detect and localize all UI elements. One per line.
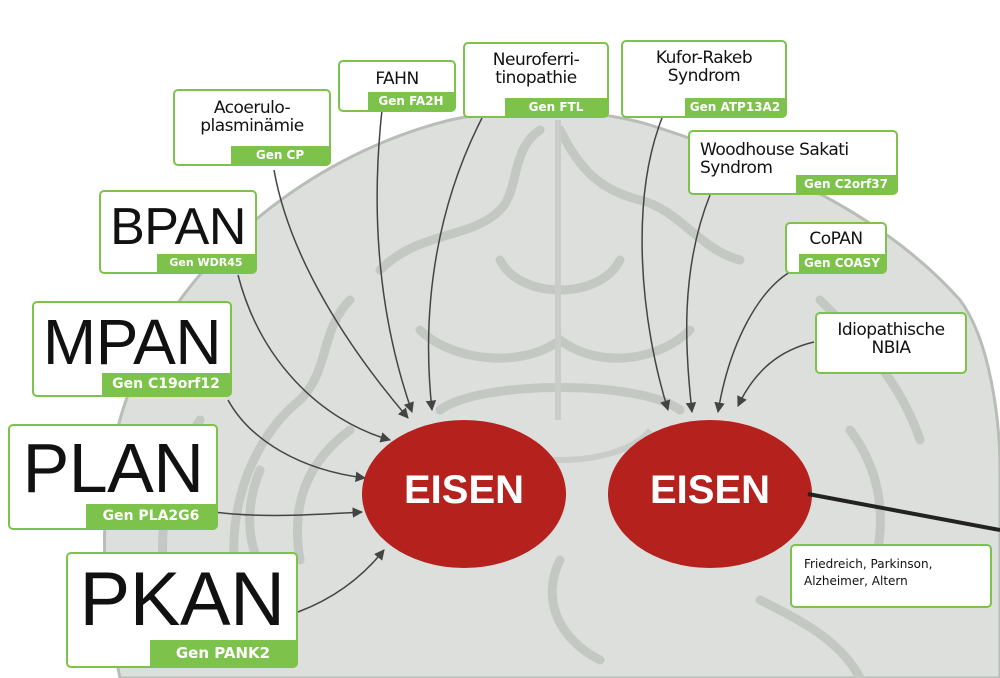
box-fahn: FAHN Gen FA2H bbox=[338, 60, 456, 112]
arrow-woodhouse-sakati bbox=[685, 194, 711, 414]
eisen-oval-left bbox=[362, 420, 566, 568]
box-plan-title: PLAN bbox=[22, 429, 204, 507]
arrow-mpan bbox=[227, 399, 367, 483]
box-note-other-conditions: Friedreich, Parkinson, Alzheimer, Altern bbox=[790, 544, 992, 608]
box-kufor-rakeb-title: Kufor-Rakeb Syndrom bbox=[655, 48, 753, 86]
box-aceruloplasminaemie: Acoerulo- plasminämie Gen CP bbox=[173, 89, 331, 166]
eisen-label-right: EISEN bbox=[649, 468, 771, 512]
box-pkan-title: PKAN bbox=[79, 557, 285, 642]
arrow-aceruloplasminaemie bbox=[273, 169, 409, 419]
arrow-neuroferritinopathie bbox=[425, 117, 483, 412]
eisen-oval-right bbox=[608, 420, 812, 568]
arrow-plan bbox=[213, 507, 364, 518]
box-woodhouse-sakati: Woodhouse Sakati Syndrom Gen C2orf37 bbox=[688, 130, 898, 195]
box-pkan-gene: Gen PANK2 bbox=[150, 640, 296, 666]
box-woodhouse-sakati-title: Woodhouse Sakati Syndrom bbox=[700, 140, 849, 178]
box-bpan-gene: Gen WDR45 bbox=[157, 254, 255, 272]
box-mpan-title: MPAN bbox=[42, 306, 222, 378]
arrow-fahn bbox=[376, 109, 414, 413]
arrows-left-oval bbox=[213, 109, 483, 613]
box-kufor-rakeb-gene: Gen ATP13A2 bbox=[685, 98, 785, 116]
box-aceruloplasminaemie-gene: Gen CP bbox=[231, 146, 329, 164]
box-copan-gene: Gen COASY bbox=[799, 254, 885, 272]
box-bpan-title: BPAN bbox=[110, 198, 246, 256]
box-kufor-rakeb: Kufor-Rakeb Syndrom Gen ATP13A2 bbox=[621, 40, 787, 118]
box-neuroferritinopathie-gene: Gen FTL bbox=[505, 98, 607, 116]
box-woodhouse-sakati-gene: Gen C2orf37 bbox=[796, 175, 896, 193]
box-neuroferritinopathie-title: Neuroferri- tinopathie bbox=[492, 50, 580, 88]
box-neuroferritinopathie: Neuroferri- tinopathie Gen FTL bbox=[463, 42, 609, 118]
arrow-copan bbox=[714, 271, 791, 414]
box-copan: CoPAN Gen COASY bbox=[785, 222, 887, 274]
arrow-idiopathische bbox=[737, 341, 815, 407]
arrow-bpan bbox=[237, 274, 392, 443]
box-copan-title: CoPAN bbox=[809, 229, 863, 249]
box-aceruloplasminaemie-title: Acoerulo- plasminämie bbox=[200, 98, 304, 136]
box-mpan-gene: Gen C19orf12 bbox=[102, 373, 230, 395]
box-mpan: MPAN Gen C19orf12 bbox=[32, 301, 232, 397]
arrow-kufor-rakeb bbox=[641, 117, 671, 412]
box-idiopathische: Idiopathische NBIA bbox=[815, 312, 967, 374]
eisen-label-left: EISEN bbox=[403, 468, 525, 512]
arrow-pkan bbox=[297, 549, 385, 613]
box-plan: PLAN Gen PLA2G6 bbox=[8, 424, 218, 530]
box-idiopathische-title: Idiopathische NBIA bbox=[837, 320, 945, 358]
box-fahn-title: FAHN bbox=[375, 69, 419, 89]
box-pkan: PKAN Gen PANK2 bbox=[66, 552, 298, 668]
box-plan-gene: Gen PLA2G6 bbox=[86, 504, 216, 528]
connector-line-note bbox=[807, 492, 1000, 532]
box-bpan: BPAN Gen WDR45 bbox=[99, 190, 257, 274]
arrows-right-oval bbox=[641, 117, 815, 414]
box-fahn-gene: Gen FA2H bbox=[368, 92, 454, 110]
